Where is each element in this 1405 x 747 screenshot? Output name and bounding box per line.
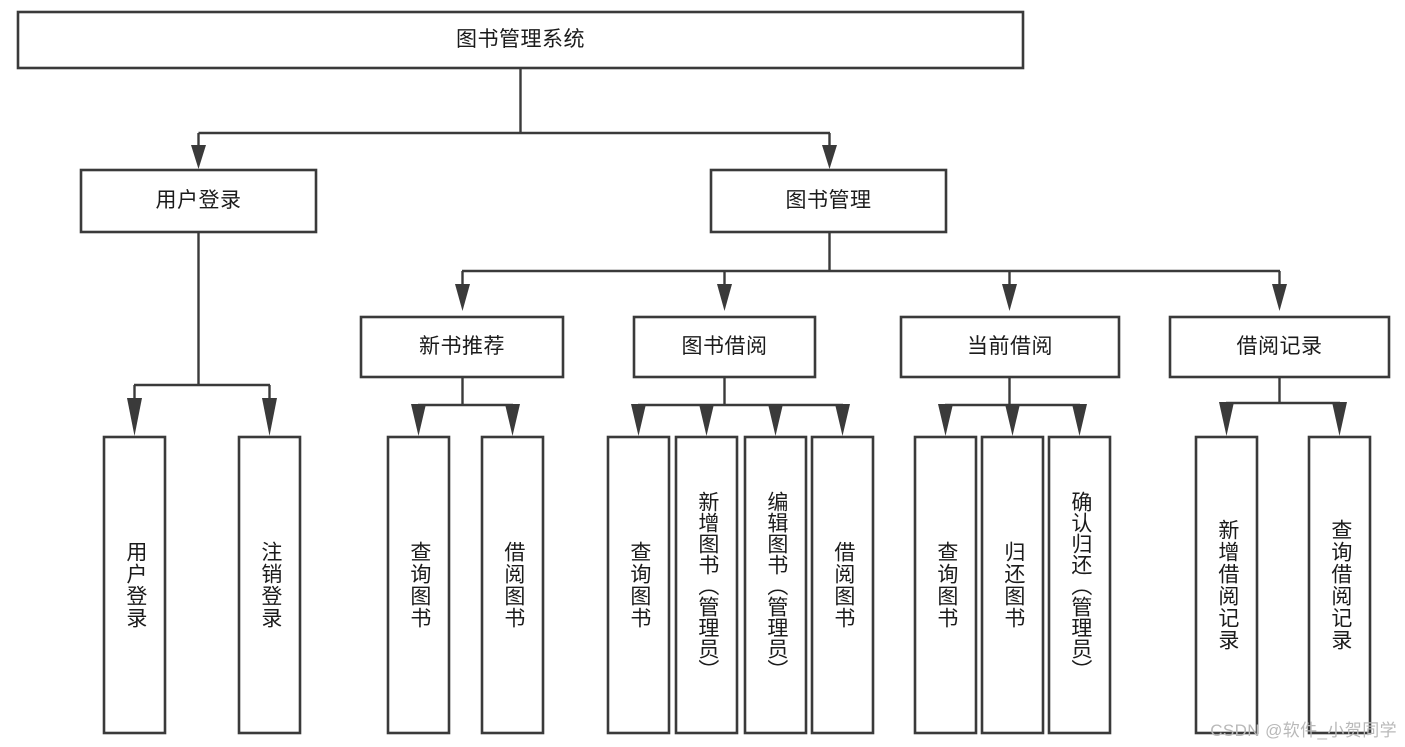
leaf-box[interactable] xyxy=(674,435,739,735)
leaf-box[interactable] xyxy=(980,435,1045,735)
connector-current-borrow-to-leaves xyxy=(938,377,1087,436)
leaf-box[interactable] xyxy=(1047,435,1112,735)
leaf-box[interactable] xyxy=(606,435,671,735)
leaf-box[interactable] xyxy=(386,435,451,735)
leaf-box[interactable] xyxy=(810,435,875,735)
node-current-borrow[interactable] xyxy=(899,315,1121,379)
connector-new-book-to-leaves xyxy=(411,377,520,436)
leaf-box[interactable] xyxy=(1307,435,1372,735)
leaf-box[interactable] xyxy=(480,435,545,735)
node-user-login[interactable] xyxy=(79,168,318,234)
node-borrow-record[interactable] xyxy=(1168,315,1391,379)
leaf-box[interactable] xyxy=(743,435,808,735)
connector-root-to-level2 xyxy=(191,68,837,169)
leaf-box[interactable] xyxy=(102,435,167,735)
leaf-box[interactable] xyxy=(913,435,978,735)
connector-book-borrow-to-leaves xyxy=(631,377,850,436)
leaf-box[interactable] xyxy=(237,435,302,735)
node-book-management[interactable] xyxy=(709,168,948,234)
node-root[interactable] xyxy=(16,10,1025,70)
leaf-box[interactable] xyxy=(1194,435,1259,735)
connector-user-login-to-leaves xyxy=(127,232,277,436)
node-book-borrow[interactable] xyxy=(632,315,817,379)
connector-book-mgmt-to-level3 xyxy=(455,232,1287,311)
node-new-book-recommend[interactable] xyxy=(359,315,565,379)
connector-borrow-record-to-leaves xyxy=(1219,377,1347,436)
